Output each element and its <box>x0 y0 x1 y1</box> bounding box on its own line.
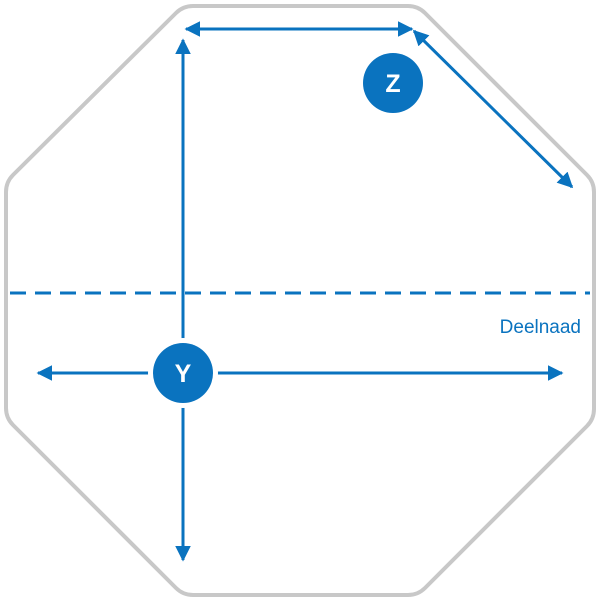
seam-label: Deelnaad <box>500 317 581 338</box>
octagon-outline <box>3 3 596 597</box>
z-badge: Z <box>363 53 423 113</box>
z-diagonal-side-arrow <box>412 29 574 189</box>
y-badge: Y <box>148 338 218 408</box>
y-badge-label: Y <box>175 360 192 388</box>
y-badge-circle <box>153 343 213 403</box>
z-badge-circle <box>363 53 423 113</box>
z-badge-label: Z <box>385 70 400 98</box>
